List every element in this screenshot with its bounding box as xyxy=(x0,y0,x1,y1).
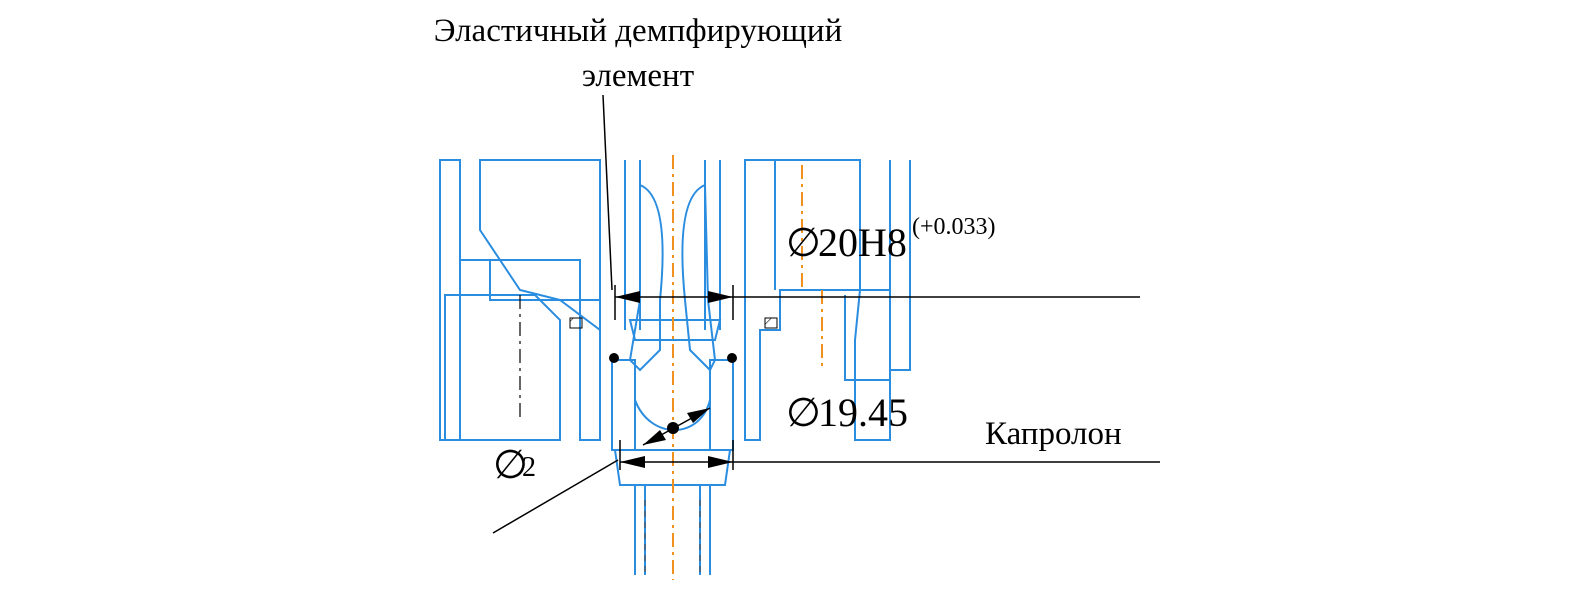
diameter-symbol-20: ∅ xyxy=(786,220,821,265)
material-label: Капролон xyxy=(985,416,1122,452)
elastic-element-label-line1: Эластичный демпфирующий xyxy=(434,13,843,49)
damping-element-left xyxy=(611,359,636,451)
dia-1945-label: 19.45 xyxy=(818,390,908,435)
dia-2-label: 2 xyxy=(522,452,536,483)
dia-2-leader xyxy=(492,459,619,534)
left-housing xyxy=(439,159,601,441)
diameter-symbol-2: ∅ xyxy=(493,442,528,487)
dia-20-label: 20H8 xyxy=(818,220,907,265)
pin-right xyxy=(727,353,737,363)
right-housing xyxy=(744,159,911,441)
elastic-element-label-line2: элемент xyxy=(582,58,694,94)
damping-element-right xyxy=(709,359,734,451)
elastic-element-leader xyxy=(602,94,613,291)
dimension-lines xyxy=(492,94,1160,534)
diameter-symbol-1945: ∅ xyxy=(786,390,821,435)
annotations: Эластичный демпфирующий элемент ∅ 20H8 (… xyxy=(434,13,1122,487)
dia-20-tolerance: (+0.033) xyxy=(912,214,996,240)
pin-left xyxy=(609,353,619,363)
